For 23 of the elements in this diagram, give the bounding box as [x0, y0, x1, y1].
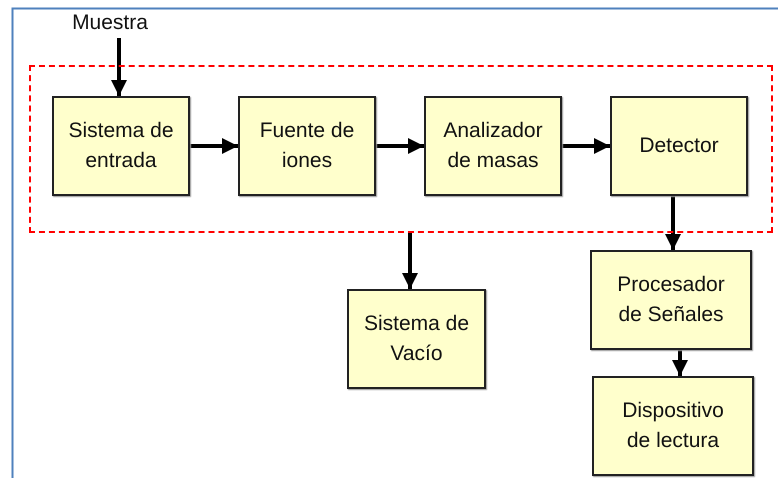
- arrow: [672, 350, 688, 376]
- box-label: Dispositivo de lectura: [621, 398, 725, 454]
- box-label: Sistema de entrada: [67, 118, 175, 174]
- box-label: Sistema de Vacío: [362, 311, 470, 367]
- arrow: [376, 138, 424, 154]
- process-box: [610, 96, 748, 196]
- process-box: [424, 96, 562, 196]
- box-label: Procesador de Señales: [616, 272, 726, 328]
- process-box: [590, 250, 752, 350]
- process-box: [347, 289, 486, 389]
- dashed-boundary: [29, 65, 773, 233]
- arrow: [562, 138, 610, 154]
- box-label: Fuente de iones: [258, 118, 356, 174]
- box-label: Detector: [639, 133, 719, 159]
- process-box: [238, 96, 376, 196]
- box-label: Analizador de masas: [442, 118, 544, 174]
- arrow: [665, 196, 681, 250]
- arrow: [190, 138, 238, 154]
- process-box: [52, 96, 190, 196]
- arrow: [402, 233, 418, 289]
- arrow: [111, 38, 127, 96]
- input-label: Muestra: [58, 8, 162, 38]
- process-box: [592, 376, 754, 476]
